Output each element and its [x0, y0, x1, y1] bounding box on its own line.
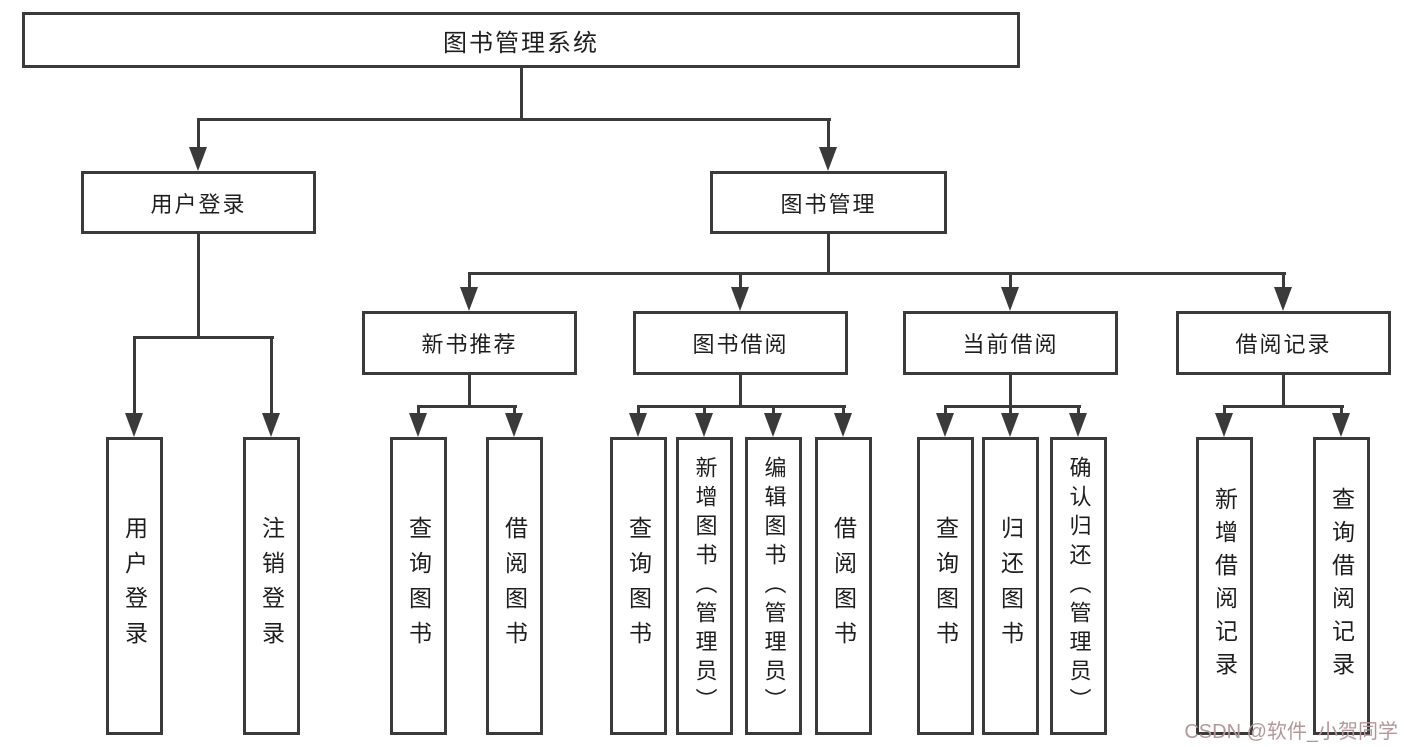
node-new-book-recommendation: 新书推荐 — [362, 311, 577, 375]
arrowhead-down-icon — [936, 413, 954, 437]
connector-records-bar — [1223, 405, 1344, 408]
arrowhead-down-icon — [764, 413, 782, 437]
arrowhead-down-icon — [834, 413, 852, 437]
node-label: 编辑图书（管理员） — [761, 455, 787, 717]
arrowhead-down-icon — [695, 413, 713, 437]
node-label: 借阅图书 — [501, 516, 528, 656]
connector-drop-user-login — [197, 118, 200, 150]
node-label: 注销登录 — [258, 516, 285, 656]
leaf-query-borrow-record: 查询借阅记录 — [1313, 437, 1370, 735]
leaf-edit-book-admin: 编辑图书（管理员） — [745, 437, 802, 735]
node-label: 借阅记录 — [1235, 332, 1332, 357]
arrowhead-down-icon — [460, 287, 478, 311]
leaf-add-book-admin: 新增图书（管理员） — [676, 437, 733, 735]
leaf-borrow-books-recommend: 借阅图书 — [486, 437, 543, 735]
connector-drop-leaf — [1223, 405, 1226, 416]
node-label: 借阅图书 — [830, 516, 857, 656]
arrowhead-down-icon — [189, 147, 207, 171]
leaf-query-books-borrowing: 查询图书 — [610, 437, 667, 735]
node-label: 新增借阅记录 — [1211, 487, 1238, 685]
connector-root-trunk — [520, 66, 523, 120]
connector-borrowing-trunk — [739, 373, 742, 408]
connector-user-login-bar — [133, 336, 274, 339]
arrowhead-down-icon — [505, 413, 523, 437]
leaf-logout: 注销登录 — [243, 437, 300, 735]
leaf-add-borrow-record: 新增借阅记录 — [1196, 437, 1253, 735]
arrowhead-down-icon — [819, 147, 837, 171]
connector-drop-book-management — [827, 118, 830, 150]
connector-level1-bar — [197, 118, 831, 121]
leaf-user-login: 用户登录 — [106, 437, 163, 735]
arrowhead-down-icon — [1069, 413, 1087, 437]
leaf-query-books-current: 查询图书 — [917, 437, 974, 735]
arrowhead-down-icon — [1274, 287, 1292, 311]
leaf-return-books: 归还图书 — [982, 437, 1039, 735]
leaf-query-books-recommend: 查询图书 — [390, 437, 447, 735]
node-label: 新书推荐 — [421, 332, 518, 357]
node-current-borrowing: 当前借阅 — [903, 311, 1118, 375]
connector-drop-level2 — [1282, 272, 1285, 289]
node-library-management-system: 图书管理系统 — [22, 12, 1020, 68]
connector-drop-leaf — [417, 405, 420, 416]
connector-drop-leaf — [1340, 405, 1343, 416]
node-book-borrowing: 图书借阅 — [633, 311, 848, 375]
connector-drop-leaf — [270, 336, 273, 416]
arrowhead-down-icon — [731, 287, 749, 311]
node-book-management: 图书管理 — [710, 171, 947, 234]
node-label: 图书借阅 — [692, 332, 789, 357]
node-label: 图书管理 — [780, 191, 877, 217]
node-label: 归还图书 — [997, 516, 1024, 656]
connector-drop-leaf — [1009, 405, 1012, 416]
connector-drop-leaf — [637, 405, 640, 416]
connector-drop-leaf — [133, 336, 136, 416]
node-label: 图书管理系统 — [443, 29, 599, 57]
node-label: 查询图书 — [625, 516, 652, 656]
arrowhead-down-icon — [262, 413, 280, 437]
node-label: 查询图书 — [932, 516, 959, 656]
connector-drop-leaf — [703, 405, 706, 416]
connector-recommend-bar — [417, 405, 517, 408]
leaf-confirm-return-admin: 确认归还（管理员） — [1050, 437, 1107, 735]
arrowhead-down-icon — [1332, 413, 1350, 437]
arrowhead-down-icon — [125, 413, 143, 437]
connector-drop-leaf — [944, 405, 947, 416]
node-user-login: 用户登录 — [81, 171, 316, 234]
connector-drop-level2 — [468, 272, 471, 289]
connector-current-trunk — [1009, 373, 1012, 408]
node-borrow-records: 借阅记录 — [1176, 311, 1391, 375]
connector-book-management-trunk — [827, 232, 830, 275]
node-label: 查询借阅记录 — [1328, 487, 1355, 685]
node-label: 查询图书 — [405, 516, 432, 656]
connector-drop-level2 — [1009, 272, 1012, 289]
leaf-borrow-books: 借阅图书 — [815, 437, 872, 735]
connector-borrowing-bar — [637, 405, 846, 408]
node-label: 新增图书（管理员） — [692, 455, 718, 717]
connector-records-trunk — [1282, 373, 1285, 408]
arrowhead-down-icon — [409, 413, 427, 437]
connector-drop-leaf — [772, 405, 775, 416]
node-label: 确认归还（管理员） — [1066, 455, 1092, 717]
node-label: 用户登录 — [150, 191, 247, 217]
connector-user-login-trunk — [197, 232, 200, 339]
connector-level2-bar — [468, 272, 1286, 275]
connector-drop-leaf — [842, 405, 845, 416]
connector-drop-leaf — [513, 405, 516, 416]
arrowhead-down-icon — [1001, 287, 1019, 311]
connector-drop-level2 — [739, 272, 742, 289]
connector-current-bar — [944, 405, 1081, 408]
node-label: 当前借阅 — [962, 332, 1059, 357]
csdn-watermark: CSDN @软件_小贺同学 — [1184, 721, 1398, 743]
connector-recommend-trunk — [468, 373, 471, 408]
arrowhead-down-icon — [1215, 413, 1233, 437]
arrowhead-down-icon — [629, 413, 647, 437]
connector-drop-leaf — [1077, 405, 1080, 416]
node-label: 用户登录 — [121, 516, 148, 656]
arrowhead-down-icon — [1001, 413, 1019, 437]
